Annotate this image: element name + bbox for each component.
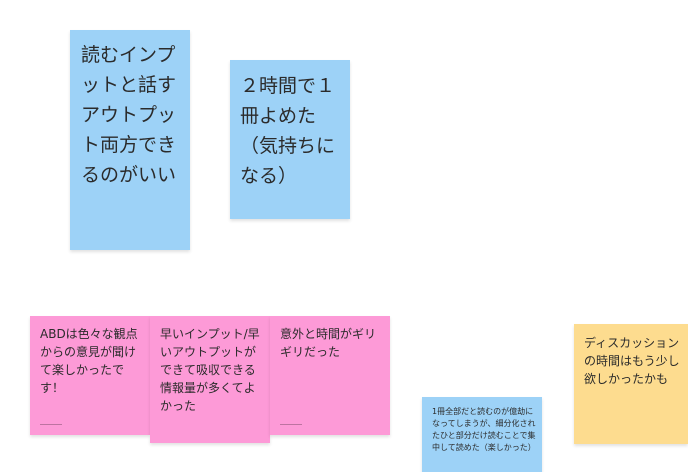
sticky-note-blue[interactable]: 読むインプットと話すアウトプット両方できるのがいい xyxy=(70,30,190,250)
sticky-note-text: 読むインプットと話すアウトプット両方できるのがいい xyxy=(81,44,177,186)
sticky-note-text: 1冊全部だと読むのが億劫になってしまうが、細分化されたひと部分だけ読むことで集中… xyxy=(432,407,536,452)
note-author-mark xyxy=(40,424,62,425)
sticky-note-text: 早いインプット/早いアウトプットができて吸収できる情報量が多くてよかった xyxy=(160,327,260,413)
sticky-note-yellow[interactable]: ディスカッションの時間はもう少し欲しかったかも xyxy=(574,324,688,444)
sticky-note-pink[interactable]: 早いインプット/早いアウトプットができて吸収できる情報量が多くてよかった xyxy=(150,316,270,443)
note-author-mark xyxy=(280,424,302,425)
sticky-note-text: ABDは色々な観点からの意見が聞けて楽しかったです！ xyxy=(40,327,138,395)
sticky-note-text: ２時間で１冊よめた（気持ちになる） xyxy=(240,75,336,187)
sticky-note-text: 意外と時間がギリギリだった xyxy=(280,327,377,359)
sticky-note-blue[interactable]: 1冊全部だと読むのが億劫になってしまうが、細分化されたひと部分だけ読むことで集中… xyxy=(422,397,542,472)
sticky-note-pink[interactable]: ABDは色々な観点からの意見が聞けて楽しかったです！ xyxy=(30,316,150,435)
sticky-note-blue[interactable]: ２時間で１冊よめた（気持ちになる） xyxy=(230,60,350,219)
sticky-note-pink[interactable]: 意外と時間がギリギリだった xyxy=(270,316,390,435)
sticky-note-text: ディスカッションの時間はもう少し欲しかったかも xyxy=(584,336,680,386)
